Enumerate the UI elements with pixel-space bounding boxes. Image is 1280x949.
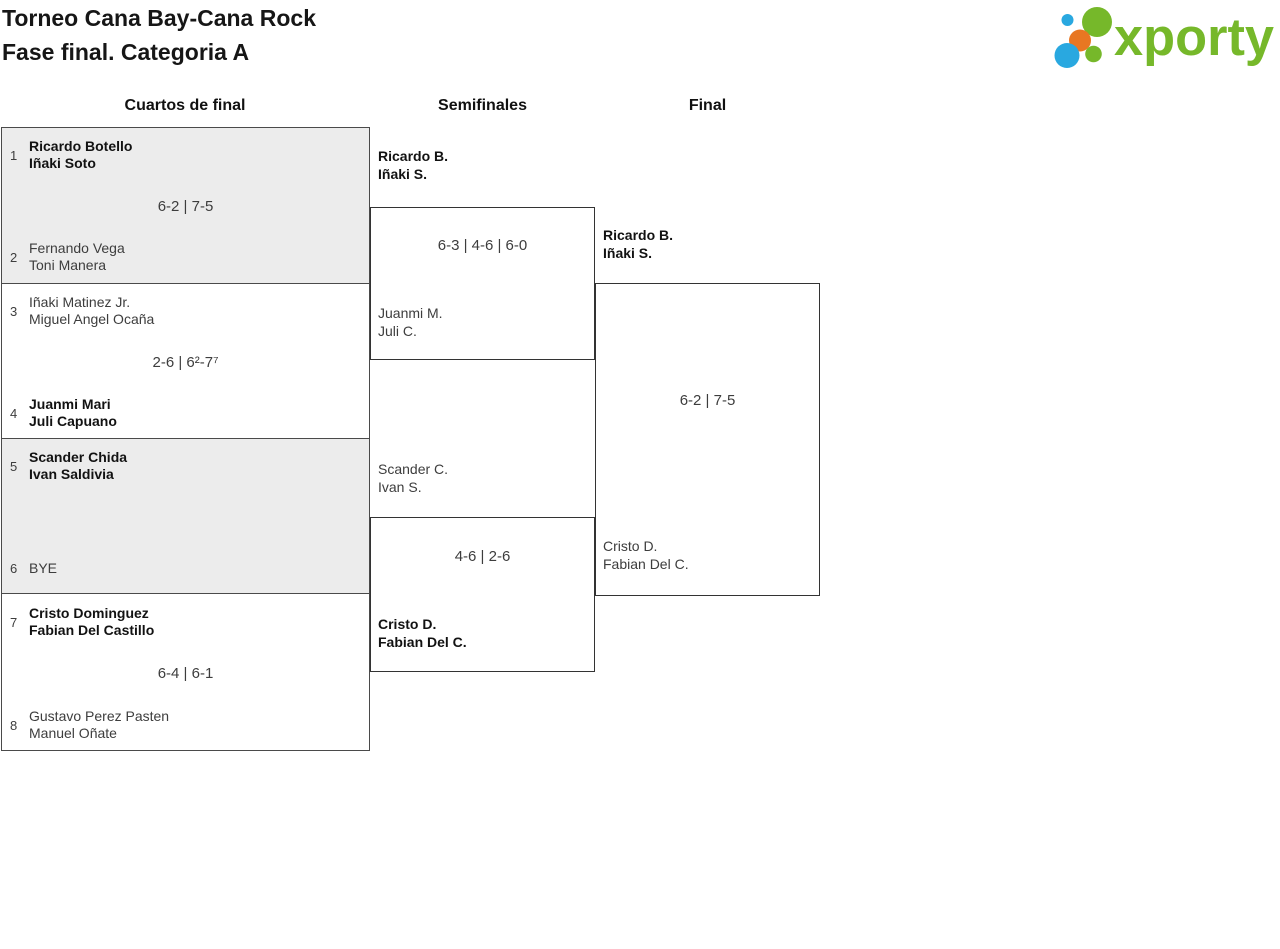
match-qf-2: 3 Iñaki Matinez Jr. Miguel Angel Ocaña 2… [1,283,370,439]
player-name[interactable]: Juanmi Mari [29,396,111,412]
team-row-qf3-bottom[interactable]: 6 BYE [10,549,57,587]
seed-number: 7 [10,614,18,630]
team-names: Gustavo Perez Pasten Manuel Oñate [29,708,169,742]
round-header-quarterfinals: Cuartos de final [124,97,246,114]
tournament-title: Torneo Cana Bay-Cana Rock Fase final. Ca… [2,1,316,69]
match-score: 2-6 | 6²-7⁷ [152,354,219,371]
player-name[interactable]: Juli Capuano [29,413,117,429]
player-name[interactable]: Cristo D. [603,538,658,554]
player-name[interactable]: Gustavo Perez Pasten [29,708,170,724]
player-name[interactable]: Scander Chida [29,449,128,465]
seed-number: 6 [10,560,18,576]
tournament-name: Torneo Cana Bay-Cana Rock [2,5,316,31]
team-names: BYE [29,560,57,577]
match-qf-4: 7 Cristo Dominguez Fabian Del Castillo 6… [1,593,370,751]
team-row-qf4-bottom[interactable]: 8 Gustavo Perez Pasten Manuel Oñate [10,706,169,744]
player-name[interactable]: Iñaki S. [378,166,428,182]
player-name[interactable]: Fabian Del Castillo [29,622,155,638]
sf2-bottom-team[interactable]: Cristo D. Fabian Del C. [378,615,467,651]
match-qf-1: 1 Ricardo Botello Iñaki Soto 6-2 | 7-5 2… [1,127,370,284]
match-final-box [595,283,820,596]
sf1-score: 6-3 | 4-6 | 6-0 [437,237,528,254]
player-name[interactable]: Cristo Dominguez [29,605,149,621]
final-top-team[interactable]: Ricardo B. Iñaki S. [603,226,673,262]
team-names: Ricardo Botello Iñaki Soto [29,138,132,172]
team-names: Juanmi Mari Juli Capuano [29,396,117,430]
logo-dot-blue-small [1061,14,1074,26]
team-names: Iñaki Matinez Jr. Miguel Angel Ocaña [29,294,154,328]
team-row-qf4-top[interactable]: 7 Cristo Dominguez Fabian Del Castillo [10,603,154,641]
seed-number: 2 [10,249,18,265]
player-name[interactable]: Iñaki Soto [29,155,96,171]
player-name[interactable]: Manuel Oñate [29,725,117,741]
match-qf-3: 5 Scander Chida Ivan Saldivia 6 BYE [1,438,370,594]
tournament-phase-category: Fase final. Categoria A [2,39,250,65]
round-header-final: Final [688,97,727,114]
player-name[interactable]: Scander C. [378,461,449,477]
team-names: Cristo Dominguez Fabian Del Castillo [29,605,154,639]
team-row-qf3-top[interactable]: 5 Scander Chida Ivan Saldivia [10,447,127,485]
player-name[interactable]: Fernando Vega [29,240,125,256]
team-row-qf1-top[interactable]: 1 Ricardo Botello Iñaki Soto [10,136,132,174]
seed-number: 8 [10,717,18,733]
player-name[interactable]: Ivan Saldivia [29,466,114,482]
sf1-bottom-team[interactable]: Juanmi M. Juli C. [378,304,443,340]
team-names: Scander Chida Ivan Saldivia [29,449,127,483]
player-name[interactable]: Miguel Angel Ocaña [29,311,155,327]
sf2-score: 4-6 | 2-6 [454,548,511,565]
team-row-qf1-bottom[interactable]: 2 Fernando Vega Toni Manera [10,238,125,276]
logo-dot-blue-large [1054,43,1080,68]
team-row-qf2-top[interactable]: 3 Iñaki Matinez Jr. Miguel Angel Ocaña [10,292,154,330]
xporty-logo[interactable]: xporty [1048,4,1280,78]
player-name[interactable]: Toni Manera [29,257,107,273]
final-score: 6-2 | 7-5 [679,392,736,409]
seed-number: 4 [10,405,18,421]
player-name[interactable]: Ricardo B. [378,148,449,164]
player-name[interactable]: Ivan S. [378,479,422,495]
player-name[interactable]: Ricardo B. [603,227,674,243]
player-name[interactable]: Juanmi M. [378,305,443,321]
player-name[interactable]: Ricardo Botello [29,138,133,154]
team-names: Fernando Vega Toni Manera [29,240,125,274]
player-name[interactable]: Iñaki S. [603,245,653,261]
seed-number: 1 [10,147,18,163]
final-bottom-team[interactable]: Cristo D. Fabian Del C. [603,537,689,573]
player-name[interactable]: Fabian Del C. [378,634,467,650]
seed-number: 3 [10,303,18,319]
player-name[interactable]: Fabian Del C. [603,556,689,572]
logo-wordmark: xporty [1114,8,1275,67]
xporty-logo-dots [1054,7,1112,68]
team-row-qf2-bottom[interactable]: 4 Juanmi Mari Juli Capuano [10,394,117,432]
logo-dot-green-large [1082,7,1112,37]
player-name[interactable]: Cristo D. [378,616,437,632]
seed-number: 5 [10,458,18,474]
match-score: 6-4 | 6-1 [157,665,214,682]
match-sf-2-box [370,517,595,672]
match-score: 6-2 | 7-5 [157,198,214,215]
player-name[interactable]: BYE [29,559,58,576]
sf2-top-team[interactable]: Scander C. Ivan S. [378,460,448,496]
player-name[interactable]: Iñaki Matinez Jr. [29,294,131,310]
player-name[interactable]: Juli C. [378,323,417,339]
round-header-semifinals: Semifinales [438,97,527,114]
logo-dot-green-small [1085,45,1102,63]
match-sf-1-box [370,207,595,360]
sf1-top-team[interactable]: Ricardo B. Iñaki S. [378,147,448,183]
